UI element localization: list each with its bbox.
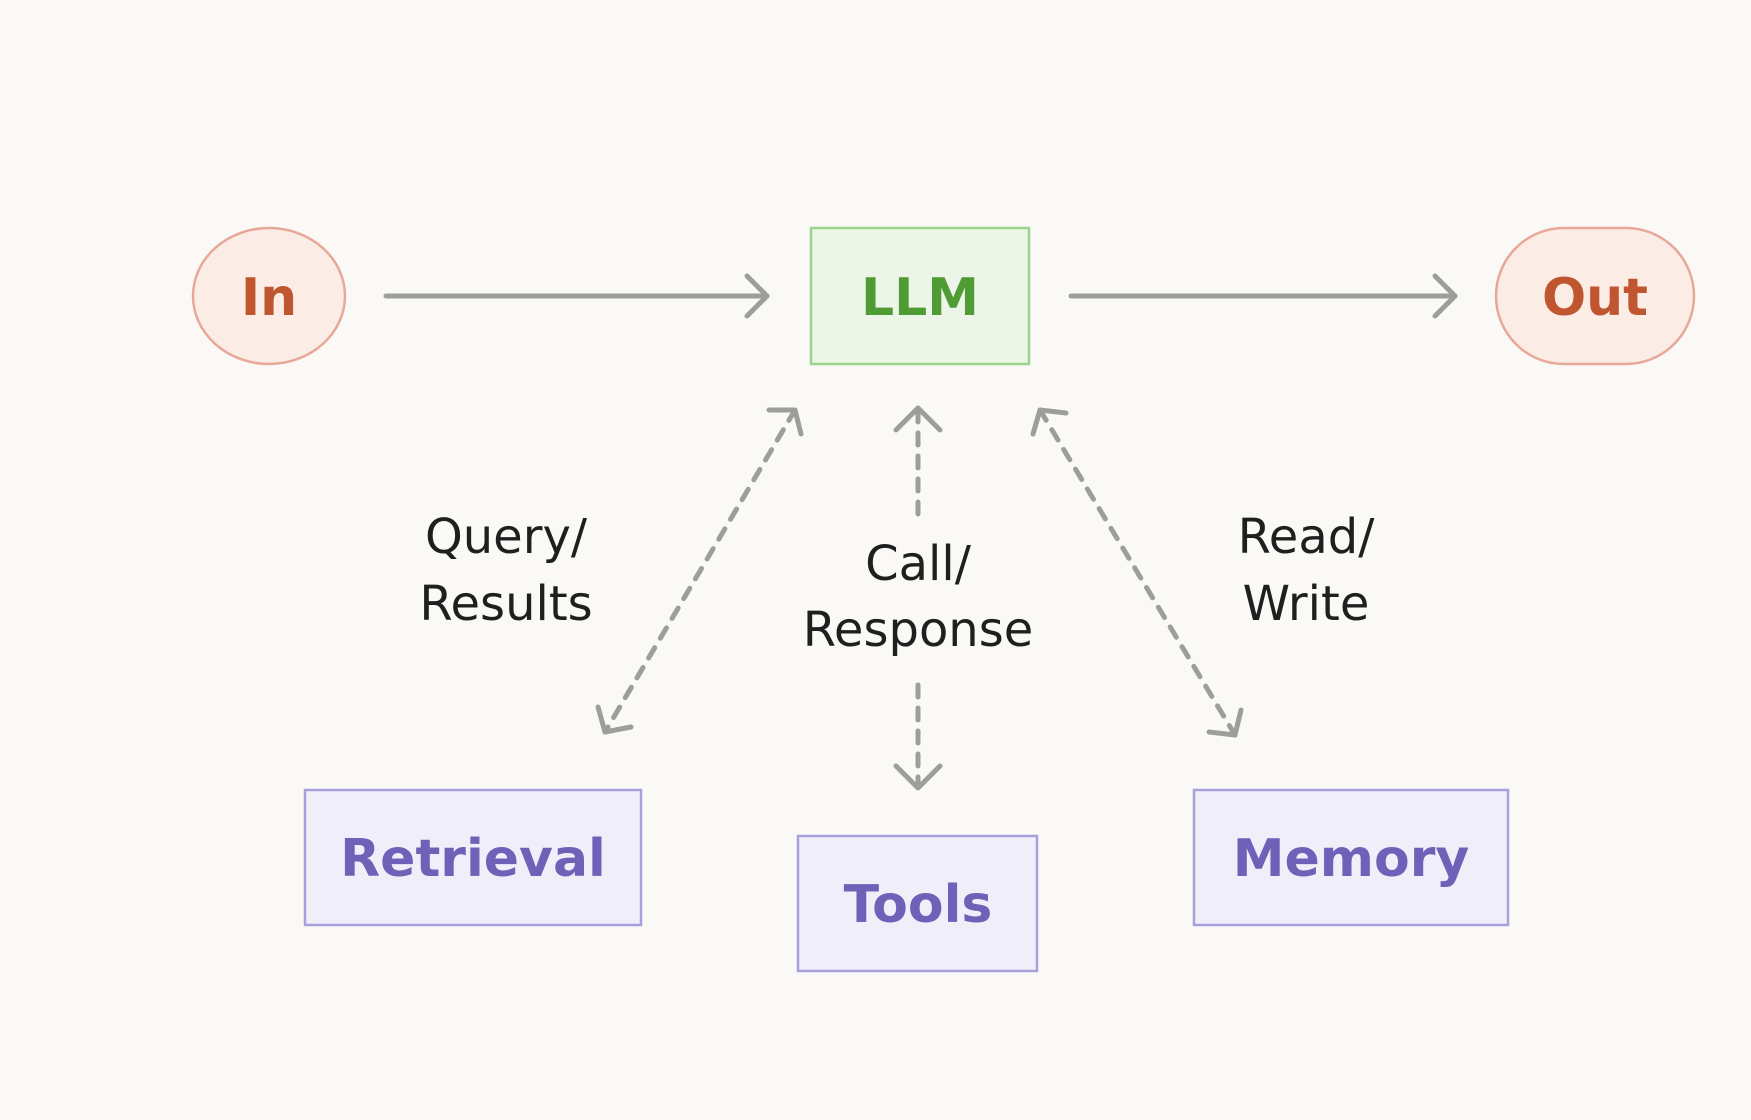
in-node: In: [191, 226, 347, 366]
label-write: Write: [1243, 576, 1370, 632]
label-response: Response: [803, 602, 1034, 658]
retrieval-node: Retrieval: [303, 788, 643, 927]
in-node-shape: [191, 226, 347, 366]
tools-node-label: Tools: [844, 875, 993, 935]
label-tools-edge: Call/ Response: [803, 536, 1034, 658]
label-read: Read/: [1238, 509, 1376, 565]
memory-node-label: Memory: [1233, 829, 1469, 889]
in-node-label: In: [241, 268, 297, 328]
memory-node: Memory: [1192, 788, 1510, 927]
llm-node: LLM: [809, 226, 1031, 366]
label-memory-edge: Read/ Write: [1238, 509, 1376, 632]
tools-node-shape: [796, 834, 1039, 973]
retrieval-node-label: Retrieval: [340, 829, 606, 889]
llm-node-shape: [809, 226, 1031, 366]
llm-node-label: LLM: [861, 268, 979, 328]
out-node: Out: [1494, 226, 1696, 366]
arrow-llm-to-out: [1068, 273, 1458, 319]
memory-node-shape: [1192, 788, 1510, 927]
out-node-label: Out: [1542, 268, 1648, 328]
arrow-llm-retrieval: [595, 407, 804, 735]
label-call: Call/: [865, 536, 972, 592]
tools-node: Tools: [796, 834, 1039, 973]
label-retrieval-edge: Query/ Results: [419, 509, 592, 632]
label-results: Results: [419, 576, 592, 632]
retrieval-node-shape: [303, 788, 643, 927]
out-node-shape: [1494, 226, 1696, 366]
arrow-llm-tools: [893, 405, 943, 791]
label-query: Query/: [425, 509, 588, 565]
arrow-in-to-llm: [383, 273, 770, 319]
arrow-llm-memory: [1030, 407, 1244, 738]
